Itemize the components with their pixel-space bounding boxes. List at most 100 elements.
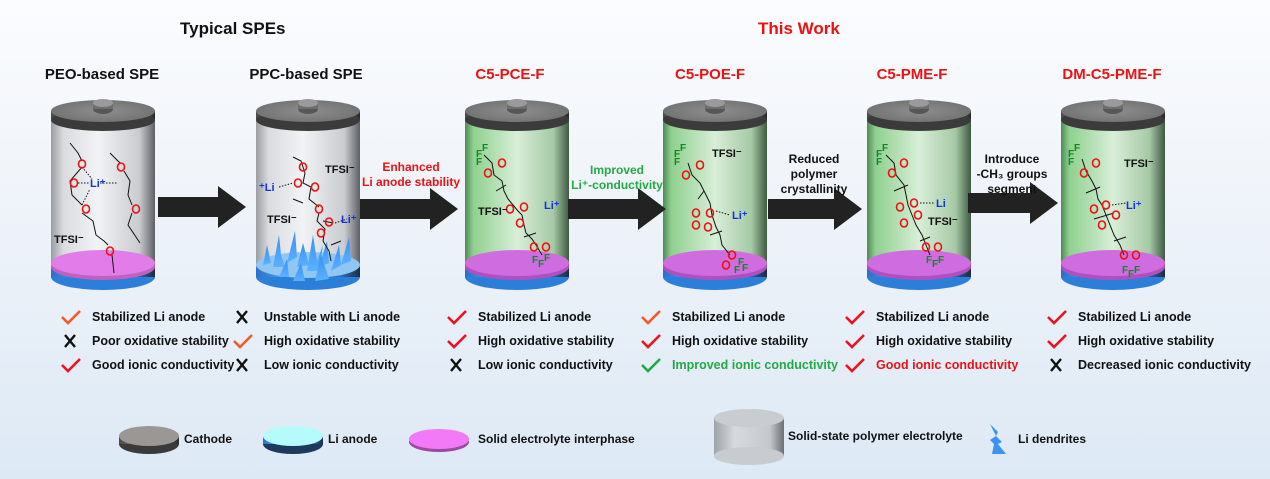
check-icon (1047, 310, 1067, 325)
tfsi-label-top: TFSI⁻ (325, 164, 355, 176)
arrow-4 (968, 182, 1058, 224)
li-ion-label: Li⁺ (544, 200, 560, 212)
property-text: High oxidative stability (876, 334, 1013, 348)
property-text: Decreased ionic conductivity (1078, 358, 1251, 372)
typical-spes-title: Typical SPEs (180, 19, 286, 38)
svg-text:F: F (938, 255, 944, 266)
svg-text:F: F (882, 143, 888, 154)
legend-li-dendrites: Li dendrites (988, 422, 1086, 456)
check-icon (845, 358, 865, 373)
property-text: Stabilized Li anode (876, 310, 990, 324)
spe-cylinder-icon (714, 409, 784, 465)
svg-text:F: F (674, 157, 680, 168)
property-text: Low ionic conductivity (478, 358, 613, 372)
column-title-c5-pce-f: C5-PCE-F (475, 66, 545, 83)
svg-text:F: F (876, 149, 882, 160)
property-text: Stabilized Li anode (478, 310, 592, 324)
tfsi-label: TFSI⁻ (1124, 158, 1154, 170)
property-text: Stabilized Li anode (1078, 310, 1192, 324)
arrow-label-1: Enhanced Li anode stability (356, 160, 466, 190)
legend-label: Li anode (328, 432, 378, 446)
arrow-label-line: Enhanced (382, 160, 440, 174)
cross-icon (1050, 358, 1062, 372)
column-title-c5-poe-f: C5-POE-F (674, 66, 745, 83)
property-item: Good ionic conductivity (844, 353, 1018, 377)
arrow-label-3: Reduced polymer crystallinity (764, 152, 864, 197)
li-ion-label: Li⁺ (90, 178, 106, 190)
property-text: Stabilized Li anode (672, 310, 786, 324)
property-text: Stabilized Li anode (92, 310, 206, 324)
right-arrow-icon (360, 188, 458, 230)
property-item: Unstable with Li anode (232, 305, 400, 329)
property-item: Improved ionic conductivity (640, 353, 838, 377)
li-ion-label-right: Li⁺ (341, 214, 357, 226)
arrow-label-line: crystallinity (780, 182, 848, 196)
svg-text:F: F (1122, 265, 1128, 276)
svg-text:F: F (544, 253, 550, 264)
cross-icon (236, 310, 248, 324)
arrow-label-4: Introduce -CH₃ groups segment (962, 152, 1062, 197)
check-icon (1047, 334, 1067, 349)
arrow-3 (768, 188, 862, 230)
right-arrow-icon (768, 188, 862, 230)
svg-text:F: F (538, 259, 544, 270)
property-text: High oxidative stability (264, 334, 401, 348)
right-arrow-icon (568, 188, 666, 230)
arrow-label-line: polymer (790, 167, 838, 181)
property-item: High oxidative stability (1046, 329, 1251, 353)
property-item: Stabilized Li anode (446, 305, 614, 329)
svg-text:F: F (476, 157, 482, 168)
column-title-ppc: PPC-based SPE (249, 66, 363, 83)
check-icon (233, 334, 253, 349)
property-item: High oxidative stability (232, 329, 400, 353)
property-text: Low ionic conductivity (264, 358, 399, 372)
property-item: High oxidative stability (844, 329, 1018, 353)
li-ion-label-left: ⁺Li (259, 182, 275, 194)
li-ion-label: Li⁺ (1126, 200, 1142, 212)
arrow-label-line: -CH₃ groups (976, 167, 1048, 181)
arrow-label-line: segment (987, 182, 1037, 196)
legend-label: Solid-state polymer electrolyte (788, 429, 963, 443)
legend-label: Li dendrites (1018, 432, 1087, 446)
arrow-2 (568, 188, 666, 230)
check-icon (447, 310, 467, 325)
svg-text:F: F (1134, 265, 1140, 276)
arrow-label-line: Li⁺-conductivity (571, 178, 663, 192)
svg-text:F: F (734, 265, 740, 276)
legend-label: Cathode (184, 432, 232, 446)
property-text: High oxidative stability (1078, 334, 1215, 348)
tfsi-label: TFSI⁻ (712, 148, 742, 160)
li-anode-disc-icon (263, 426, 323, 454)
sei-layer (465, 250, 569, 276)
svg-text:F: F (926, 255, 932, 266)
svg-text:F: F (1068, 149, 1074, 160)
cross-icon (450, 358, 462, 372)
property-item: High oxidative stability (446, 329, 614, 353)
property-item: High oxidative stability (640, 329, 838, 353)
check-icon (845, 334, 865, 349)
property-item: Stabilized Li anode (1046, 305, 1251, 329)
legend-label: Solid electrolyte interphase (478, 432, 635, 446)
check-icon (61, 310, 81, 325)
column-title-dm-c5-pme-f: DM-C5-PME-F (1062, 66, 1162, 83)
legend-spe: Solid-state polymer electrolyte (712, 406, 963, 466)
property-text: Good ionic conductivity (876, 358, 1019, 372)
property-item: Good ionic conductivity (60, 353, 234, 377)
tfsi-label-mid: TFSI⁻ (267, 214, 297, 226)
property-item: Low ionic conductivity (232, 353, 400, 377)
right-arrow-icon (968, 182, 1058, 224)
cross-icon (64, 334, 76, 348)
legend-sei: Solid electrolyte interphase (406, 422, 635, 456)
svg-text:F: F (532, 255, 538, 266)
column-title-peo: PEO-based SPE (44, 66, 160, 83)
